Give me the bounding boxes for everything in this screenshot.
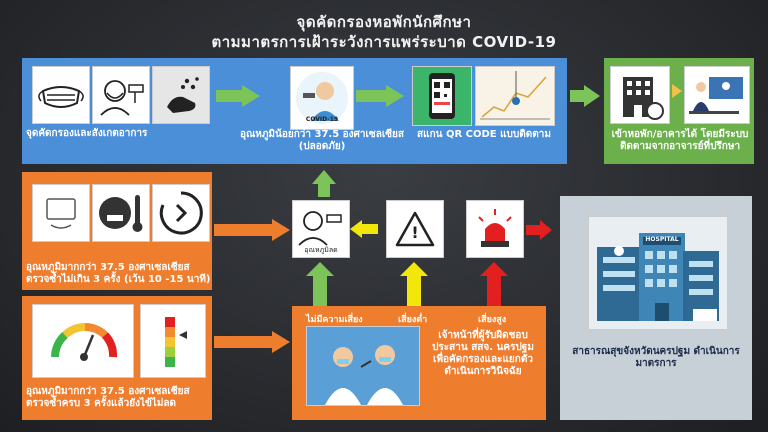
- screening-label: จุดคัดกรองและสังเกตอาการ: [26, 128, 148, 139]
- hospital-building-icon: [597, 233, 719, 321]
- qr-code-icon: [429, 73, 455, 119]
- sick-person-card: [92, 184, 150, 242]
- building-icon: [623, 77, 664, 120]
- warning-triangle-icon: [395, 211, 435, 247]
- fever-face-icon: [99, 195, 143, 232]
- qr-label: สแกน QR CODE แบบติดตาม: [417, 129, 551, 140]
- measure-label: อุณหภูมิลด: [304, 246, 338, 254]
- arrow-up-yellow: [400, 262, 428, 276]
- temp-ok-label: อุณหภูมิน้อยกว่า 37.5 องศาเซลเซียส (ปลอด…: [239, 129, 405, 152]
- gauge-card: [32, 304, 134, 378]
- temperature-gauge-icon: [51, 323, 118, 361]
- doctor-temperature-icon: [296, 72, 348, 124]
- hospital-card: HOSPITAL: [588, 216, 728, 330]
- temp-high-label: อุณหภูมิมากกว่า 37.5 องศาเซลเซียส ตรวจซ้…: [26, 262, 211, 285]
- mask-card: [32, 66, 90, 124]
- risk-low-label: เสี่ยงต่ำ: [398, 315, 428, 325]
- temp-persist-label: อุณหภูมิมากกว่า 37.5 องศาเซลเซียส ตรวจซ้…: [26, 386, 190, 409]
- covid-badge: COVID-19: [305, 116, 339, 123]
- notify-card: [32, 184, 90, 242]
- tracking-chart-icon: [480, 71, 550, 120]
- dorm-access-label: เข้าหอพัก/อาคารได้ โดยมีระบบติดตามจากอาจ…: [611, 129, 749, 152]
- arrow-to-advisor: [672, 84, 682, 98]
- timer-card: [152, 184, 210, 242]
- warning-symbol: !: [411, 223, 419, 242]
- arrow-red-to-hospital: [526, 225, 540, 235]
- officers-card: [306, 326, 420, 406]
- arrow-to-dorm: [570, 90, 584, 102]
- temperature-level-icon: [165, 317, 187, 367]
- timer-icon: [159, 191, 203, 235]
- handwash-icon: [167, 77, 199, 113]
- page-title-line2: ตามมาตรการเฝ้าระวังการแพร่ระบาด COVID-19: [211, 33, 557, 51]
- warning-card: !: [386, 200, 444, 258]
- level-card: [140, 304, 206, 378]
- siren-icon: [478, 209, 512, 247]
- page-title-line1: จุดคัดกรองหอพักนักศึกษา: [296, 13, 472, 31]
- risk-high-label: เสี่ยงสูง: [478, 315, 507, 325]
- handwash-card: [152, 66, 210, 124]
- arrow-to-measure: [214, 224, 272, 236]
- medical-staff-icon: [325, 345, 403, 405]
- online-advisor-icon: [689, 77, 743, 114]
- measure-card: อุณหภูมิลด: [292, 200, 350, 258]
- arrow-up-green: [306, 262, 334, 276]
- mask-icon: [38, 86, 84, 108]
- covid-doctor-card: COVID-19: [290, 66, 354, 130]
- arrow-up-to-safe: [312, 170, 336, 184]
- arrow-to-temp-ok: [216, 90, 242, 102]
- hospital-label: สาธารณสุขจังหวัดนครปฐม ดำเนินการมาตรการ: [572, 346, 740, 369]
- arrow-to-qr: [356, 90, 386, 102]
- thermometer-check-card: [92, 66, 150, 124]
- temperature-scan-icon: [298, 211, 342, 246]
- hospital-sign: HOSPITAL: [645, 236, 679, 243]
- tracking-card: [475, 66, 555, 126]
- arrow-up-red: [480, 262, 508, 276]
- risk-none-label: ไม่มีความเสี่ยง: [306, 315, 363, 325]
- qr-phone-card: [412, 66, 472, 126]
- officer-text: เจ้าหน้าที่ผู้รับผิดชอบ ประสาน สสจ. นครป…: [432, 330, 534, 377]
- person-temperature-icon: [100, 80, 144, 116]
- siren-card: [466, 200, 524, 258]
- advisor-card: [684, 66, 750, 124]
- arrow-to-officer: [214, 336, 272, 348]
- dorm-building-card: [610, 66, 670, 124]
- arrow-yellow-to-measure: [360, 224, 378, 234]
- notification-icon: [46, 198, 76, 229]
